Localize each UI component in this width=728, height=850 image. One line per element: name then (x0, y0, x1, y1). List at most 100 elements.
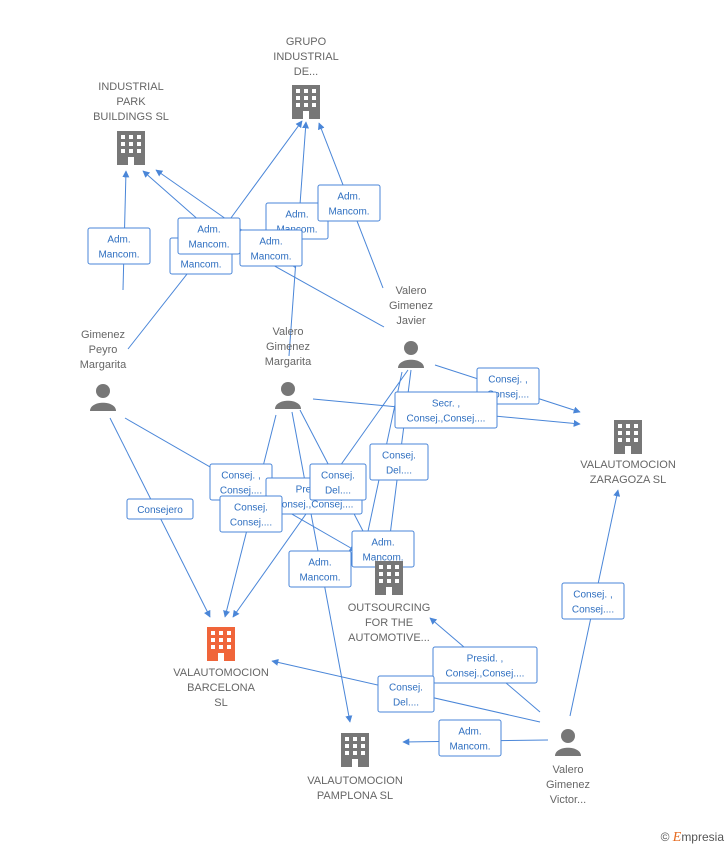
relationship-label-text: Consej.... (487, 390, 529, 401)
relationship-label-text: Consej. (321, 471, 355, 482)
relationship-label[interactable]: Consej.Del.... (377, 675, 435, 713)
node-valero-victor[interactable]: ValeroGimenezVictor... (546, 729, 590, 806)
node-label: AUTOMOTIVE... (348, 632, 430, 644)
relationship-label[interactable]: Adm. Mancom. (288, 550, 352, 588)
person-icon (398, 341, 424, 368)
node-label: FOR THE (365, 617, 413, 629)
node-outsourcing[interactable]: OUTSOURCING FOR THE AUTOMOTIVE... (348, 561, 431, 644)
relationship-label[interactable]: Presid. , Consej.,Consej.... (432, 646, 538, 684)
relationship-label-text: Consej.... (230, 518, 272, 529)
node-label: INDUSTRIAL (98, 81, 163, 93)
building-icon (292, 85, 320, 119)
relationship-label[interactable]: Consej. Consej.... (219, 495, 283, 533)
node-label: INDUSTRIAL (273, 51, 338, 63)
node-label: Margarita (265, 356, 312, 368)
relationship-label-text: Consej. (234, 503, 268, 514)
relationship-label-text: Mancom. (180, 260, 221, 271)
relationship-label-text: Mancom. (98, 250, 139, 261)
relationship-label-box (369, 443, 429, 481)
relationship-label-text: Secr. , (432, 399, 460, 410)
node-label: GRUPO (286, 36, 327, 48)
node-label: Victor... (550, 794, 586, 806)
relationship-label-text: Consej. (389, 683, 423, 694)
relationship-label-text: Consej. (382, 451, 416, 462)
node-label: Peyro (89, 344, 118, 356)
relationship-label-text: Del.... (386, 466, 412, 477)
relationship-label[interactable]: Consejero (126, 498, 194, 520)
relationship-label-text: Adm. (371, 538, 394, 549)
relationship-label-text: Consejero (137, 505, 183, 516)
relationship-label[interactable]: Adm.Mancom. (87, 227, 151, 265)
node-label: Valero (273, 326, 304, 338)
node-grupo[interactable]: GRUPO INDUSTRIAL DE... (273, 36, 339, 119)
relationship-label-box (288, 550, 352, 588)
relationship-label-text: Mancom. (328, 207, 369, 218)
relationship-label[interactable]: Adm.Mancom. (438, 719, 502, 757)
relationship-label[interactable]: Consej.Del.... (309, 463, 367, 501)
relationship-label-text: Consej. , (488, 375, 527, 386)
relationship-label-text: Consej.,Consej.... (407, 414, 486, 425)
node-label: VALAUTOMOCION (307, 775, 403, 787)
relationship-label-text: Adm. (259, 237, 282, 248)
relationship-label-text: Consej.,Consej.... (446, 669, 525, 680)
relationship-label-box (126, 498, 194, 520)
node-label: BARCELONA (187, 682, 256, 694)
node-industrial[interactable]: INDUSTRIAL PARK BUILDINGS SL (93, 81, 169, 165)
relationship-label-box (87, 227, 151, 265)
building-icon (207, 627, 235, 661)
node-label: Javier (396, 315, 426, 327)
relationship-label[interactable]: Secr. , Consej.,Consej.... (394, 391, 498, 429)
entity-nodes: GRUPO INDUSTRIAL DE... INDUSTRIAL PARK BUILDI… (80, 36, 676, 806)
relationship-label-text: Mancom. (250, 252, 291, 263)
node-label: SL (214, 697, 227, 709)
node-label: PARK (116, 96, 146, 108)
node-label: DE... (294, 66, 318, 78)
building-icon (341, 733, 369, 767)
node-label: Gimenez (389, 300, 433, 312)
relationship-label-text: Adm. (308, 558, 331, 569)
relationship-label[interactable]: Adm. Mancom. (351, 530, 415, 568)
relationship-label[interactable]: Adm. Mancom. (317, 184, 381, 222)
relationship-label-text: Mancom. (188, 240, 229, 251)
relationship-labels: Adm. Mancom. Adm. Mancom. Adm. Mancom. Adm. Man… (87, 184, 625, 757)
relationship-label-box (219, 495, 283, 533)
node-label: Gimenez (266, 341, 310, 353)
relationship-label-box (438, 719, 502, 757)
person-icon (275, 382, 301, 409)
relationship-label[interactable]: Adm. Mancom. (239, 229, 303, 267)
relationship-label-text: Mancom. (449, 742, 490, 753)
relationship-label-text: Consej. , (221, 471, 260, 482)
relationship-label-box (377, 675, 435, 713)
person-icon (90, 384, 116, 411)
relationship-label-text: Presid. , (467, 654, 504, 665)
relationship-label-box (317, 184, 381, 222)
relationship-label-text: Mancom. (299, 573, 340, 584)
node-label: Gimenez (81, 329, 125, 341)
relationship-label[interactable]: Consej. ,Consej.... (561, 582, 625, 620)
relationship-label-text: Consej.,Consej.... (275, 500, 354, 511)
empresia-logo[interactable]: © Empresia (661, 830, 724, 846)
node-label: PAMPLONA SL (317, 790, 393, 802)
relationship-label[interactable]: Consej. Del.... (369, 443, 429, 481)
relationship-label-box (177, 217, 241, 255)
node-label: BUILDINGS SL (93, 111, 169, 123)
relationship-label-text: Mancom. (362, 553, 403, 564)
relationship-label-text: Adm. (337, 192, 360, 203)
node-pamplona[interactable]: VALAUTOMOCION PAMPLONA SL (307, 733, 403, 802)
relationship-label-box (309, 463, 367, 501)
node-label: OUTSOURCING (348, 602, 431, 614)
node-label: Gimenez (546, 779, 590, 791)
relationship-label-text: Consej.... (220, 486, 262, 497)
relationship-label[interactable]: Consej. , Consej.... (209, 463, 273, 501)
brand-name: mpresia (681, 830, 724, 844)
relationship-label[interactable]: Adm.Mancom. (177, 217, 241, 255)
building-icon (117, 131, 145, 165)
copyright-symbol: © (660, 830, 670, 844)
brand-initial: E (672, 830, 682, 845)
